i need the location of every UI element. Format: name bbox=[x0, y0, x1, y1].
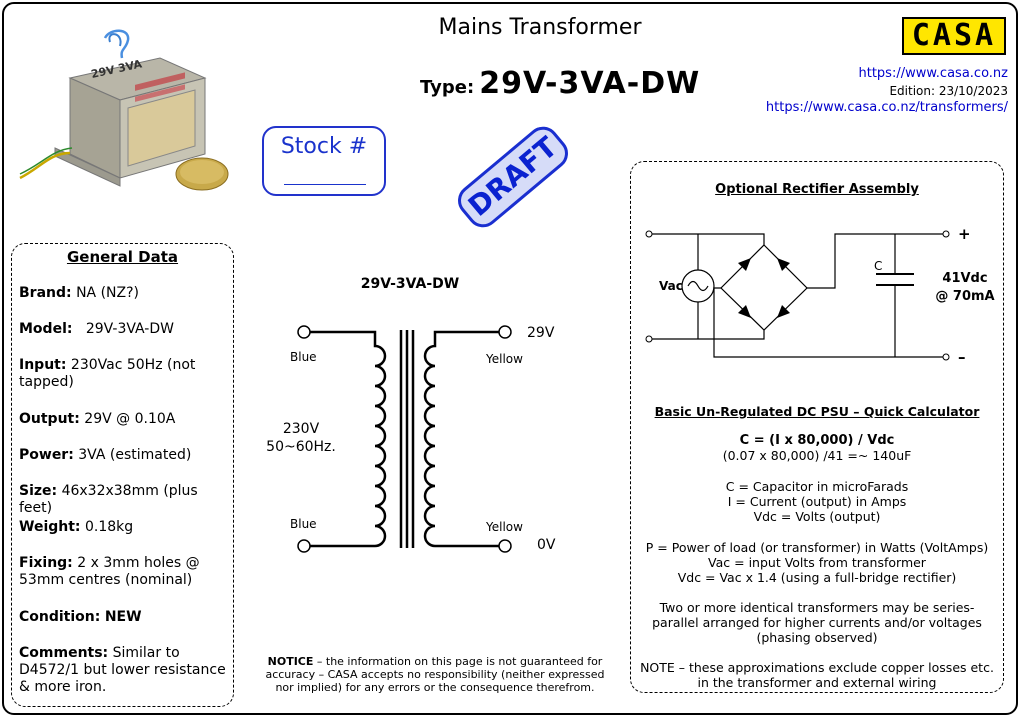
vac-input-top-terminal bbox=[645, 230, 653, 238]
input-field: Input: 230Vac 50Hz (not tapped) bbox=[19, 357, 196, 390]
minus-label: – bbox=[958, 348, 966, 366]
dc-plus-terminal bbox=[942, 230, 950, 238]
casa-logo: CASA bbox=[902, 17, 1006, 55]
fixing-field: Fixing: 2 x 3mm holes @ 53mm centres (no… bbox=[19, 555, 200, 588]
model-field: Model: 29V-3VA-DW bbox=[19, 321, 174, 337]
def-vdc-calc: Vdc = Vac x 1.4 (using a full-bridge rec… bbox=[677, 570, 957, 585]
schematic-title: 29V-3VA-DW bbox=[361, 276, 459, 292]
output-current: @ 70mA bbox=[935, 289, 994, 304]
note-line-1: NOTE – these approximations exclude copp… bbox=[640, 660, 994, 675]
weight-field: Weight: 0.18kg bbox=[19, 519, 134, 535]
type-line: Type: 29V-3VA-DW bbox=[420, 66, 700, 101]
secondary-top-voltage: 29V bbox=[527, 325, 555, 341]
output-field: Output: 29V @ 0.10A bbox=[19, 411, 176, 427]
notice-label: NOTICE bbox=[267, 655, 314, 668]
rectifier-circuit: Vac C + – 41Vdc @ 70mA bbox=[645, 225, 995, 366]
def-vdc: Vdc = Volts (output) bbox=[753, 509, 881, 524]
calculator-title: Basic Un-Regulated DC PSU – Quick Calcul… bbox=[654, 404, 980, 419]
primary-voltage: 230V bbox=[283, 421, 320, 437]
def-current: I = Current (output) in Amps bbox=[727, 494, 907, 509]
secondary-top-terminal bbox=[498, 325, 512, 339]
page-title: Mains Transformer bbox=[438, 15, 642, 40]
brand-field: Brand: NA (NZ?) bbox=[19, 285, 139, 301]
condition-field: Condition: NEW bbox=[19, 609, 142, 625]
capacitor-formula: C = (I x 80,000) / Vdc bbox=[739, 433, 895, 448]
primary-top-wire-color: Blue bbox=[290, 350, 317, 364]
secondary-bottom-voltage: 0V bbox=[537, 537, 556, 553]
stock-number-box: Stock # bbox=[262, 126, 386, 196]
type-label: Type: bbox=[420, 77, 475, 98]
comments-field: Comments: Similar to D4572/1 but lower r… bbox=[19, 645, 226, 695]
dc-minus-terminal bbox=[942, 353, 950, 361]
bridge-rectifier bbox=[720, 244, 808, 331]
note-line-2: in the transformer and external wiring bbox=[697, 675, 937, 690]
formula-example: (0.07 x 80,000) /41 =~ 140uF bbox=[722, 448, 912, 463]
series-parallel-line-3: (phasing observed) bbox=[756, 630, 878, 645]
general-data-title: General Data bbox=[66, 248, 179, 266]
primary-bottom-wire-color: Blue bbox=[290, 517, 317, 531]
power-field: Power: 3VA (estimated) bbox=[19, 447, 192, 463]
primary-frequency: 50~60Hz. bbox=[266, 439, 336, 455]
notice-disclaimer: NOTICE – the information on this page is… bbox=[255, 655, 615, 694]
capacitor-label: C bbox=[874, 259, 882, 273]
casa-website-link[interactable]: https://www.casa.co.nz bbox=[858, 66, 1009, 81]
general-data-panel bbox=[11, 243, 234, 707]
def-vac: Vac = input Volts from transformer bbox=[708, 555, 926, 570]
secondary-top-wire-color: Yellow bbox=[485, 352, 523, 366]
primary-top-terminal bbox=[297, 325, 311, 339]
transformer-photo: 29V 3VA bbox=[19, 29, 229, 191]
series-parallel-line-1: Two or more identical transformers may b… bbox=[659, 600, 975, 615]
def-capacitor: C = Capacitor in microFarads bbox=[725, 479, 909, 494]
plus-label: + bbox=[958, 225, 971, 243]
vac-input-bottom-terminal bbox=[645, 335, 653, 343]
edition-date: Edition: 23/10/2023 bbox=[889, 84, 1008, 98]
secondary-bottom-wire-color: Yellow bbox=[485, 520, 523, 534]
output-voltage: 41Vdc bbox=[942, 271, 987, 286]
transformer-schematic: 29V-3VA-DW Blue Blue Yellow Yellow 29V 0… bbox=[266, 276, 556, 553]
stock-label: Stock # bbox=[280, 134, 368, 159]
stock-blank-line bbox=[284, 184, 366, 185]
size-field: Size: 46x32x38mm (plus feet) bbox=[19, 483, 198, 516]
transformers-link[interactable]: https://www.casa.co.nz/transformers/ bbox=[765, 100, 1008, 115]
type-value: 29V-3VA-DW bbox=[479, 66, 701, 101]
series-parallel-line-2: parallel arranged for higher currents an… bbox=[652, 615, 982, 630]
rectifier-panel bbox=[630, 161, 1004, 693]
def-power: P = Power of load (or transformer) in Wa… bbox=[645, 540, 989, 555]
secondary-winding bbox=[423, 330, 499, 548]
secondary-bottom-terminal bbox=[498, 539, 512, 553]
primary-bottom-terminal bbox=[297, 539, 311, 553]
notice-text: – the information on this page is not gu… bbox=[265, 655, 605, 694]
primary-winding bbox=[310, 330, 387, 548]
rectifier-title: Optional Rectifier Assembly bbox=[715, 182, 919, 197]
vac-label: Vac bbox=[659, 279, 683, 293]
